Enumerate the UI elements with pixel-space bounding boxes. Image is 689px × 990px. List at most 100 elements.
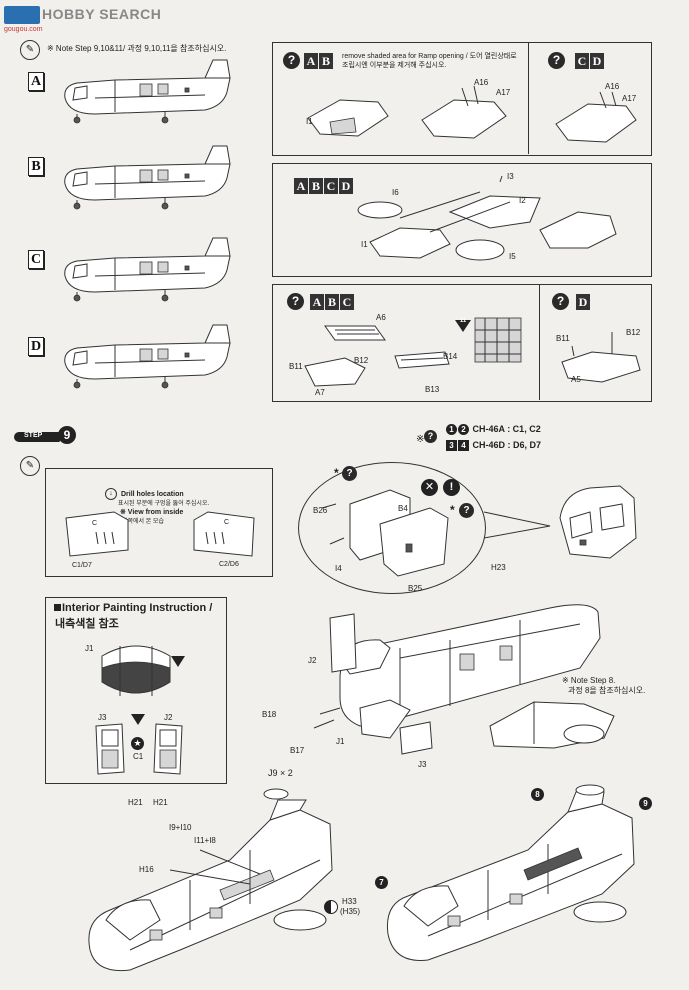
drill-title-kr: 표시된 부분에 구멍을 뚫어 주십시오. [118,501,210,507]
label-i9-i10: I9+I10 [169,823,192,832]
label-j2: J2 [164,713,173,722]
bottom-left-helicopter [88,788,333,972]
label-j1-main: J1 [336,737,345,746]
half-circle-icon [324,900,338,914]
label-b14: B14 [443,352,458,361]
label-b4: B4 [398,504,408,513]
variant-helicopter-a [64,59,231,124]
interior-j2-drawing [153,723,183,775]
interior-bullet [54,604,61,611]
step-badge: STEP 9 [14,426,76,444]
label-a16: A16 [474,78,489,87]
panel-interior-divider [539,284,540,400]
watermark-main: HOBBY SEARCH [42,6,162,22]
step-label: STEP [24,432,43,439]
asterisk-question: * [334,466,339,480]
bottom-right-helicopter [386,784,635,961]
variant-helicopter-c [64,237,231,302]
panel-ramp-divider [528,42,529,154]
label-j3-main: J3 [418,760,427,769]
label-h21-a: H21 [128,798,143,807]
step-number: 9 [58,426,76,444]
question-icon: ? [459,503,474,518]
color-ref-badge [455,320,471,332]
label-i5: I5 [509,252,516,261]
variant-label-a: A [28,72,44,91]
watermark-glyph-block [4,6,40,24]
drill-left-part [65,511,129,557]
panel-interior-parts [272,284,652,402]
label-i6: I6 [392,188,399,197]
drill-view: ※ View from inside [120,509,184,516]
question-icon: ? [283,52,300,69]
label-i11-i8: I11+I8 [194,836,216,845]
label-c1: C1 [133,752,144,761]
label-b25: B25 [408,584,423,593]
question-icon: ? [287,293,304,310]
no-glue-icon: ✕ [421,479,438,496]
panel-interior-d-letters: D [576,293,591,311]
panel-ramp-assembly [272,163,652,277]
label-a7: A7 [315,388,325,397]
interior-title: Interior Painting Instruction / [62,602,213,614]
question-icon: ? [552,293,569,310]
label-i3: I3 [507,172,514,181]
callout-number: 7 [375,876,388,889]
label-b11-d: B11 [556,334,570,343]
detail-bubble [298,462,486,594]
variant-label-d: D [28,337,44,356]
question-icon: ? [342,466,357,481]
bubble-pointer [483,511,551,539]
pencil-icon: ✎ [20,456,40,476]
drill-left-label: C1/D7 [72,562,92,569]
drill-holes-box [45,468,273,577]
panel-ramp [272,42,652,156]
drill-right-part [193,511,255,557]
asterisk-question: * [450,503,455,517]
watermark-logo: HOBBY SEARCH gougou.com [2,2,161,38]
color-ref-badge [131,714,145,725]
note-step-8: ※ Note Step 8. [562,676,616,685]
label-h35: (H35) [340,907,361,916]
ramp-part-drawing-1 [307,99,389,137]
star-icon: ★ [131,737,144,750]
label-i1-asm: I1 [361,240,368,249]
label-b12-d: B12 [626,328,641,337]
label-b12: B12 [354,356,369,365]
drill-icon: ↓ [105,488,117,500]
label-a6: A6 [376,313,386,322]
label-i2: I2 [519,196,526,205]
interior-parts-drawing [304,317,522,387]
ramp-part-drawing-2 [421,85,507,139]
label-a5: A5 [571,375,581,384]
bubble-drawing [321,489,449,577]
drill-title: Drill holes location [121,491,184,498]
pencil-icon: ✎ [20,40,40,60]
label-j2-main: J2 [308,656,317,665]
interior-j3-drawing [95,723,125,775]
callout-number: 8 [531,788,544,801]
drill-part-c-left: C [92,520,98,527]
watermark-sub: gougou.com [4,26,43,33]
panel-ramp-note: remove shaded area for Ramp opening / 도어… [342,53,517,69]
label-h21-b: H21 [153,798,168,807]
label-j3: J3 [98,713,107,722]
variant-helicopter-b [64,145,231,210]
label-h33: H33 [342,897,357,906]
label-a17-cd: A17 [622,94,637,103]
label-b18: B18 [262,710,277,719]
label-h16: H16 [139,865,154,874]
question-icon: ? [424,430,437,443]
nose-closeup-drawing [559,485,637,559]
label-i1: I1 [306,117,313,126]
label-i4: I4 [335,564,342,573]
label-b11: B11 [289,362,303,371]
color-ref-number: 11 [459,318,467,324]
label-b26: B26 [313,506,328,515]
question-icon: ? [548,52,565,69]
